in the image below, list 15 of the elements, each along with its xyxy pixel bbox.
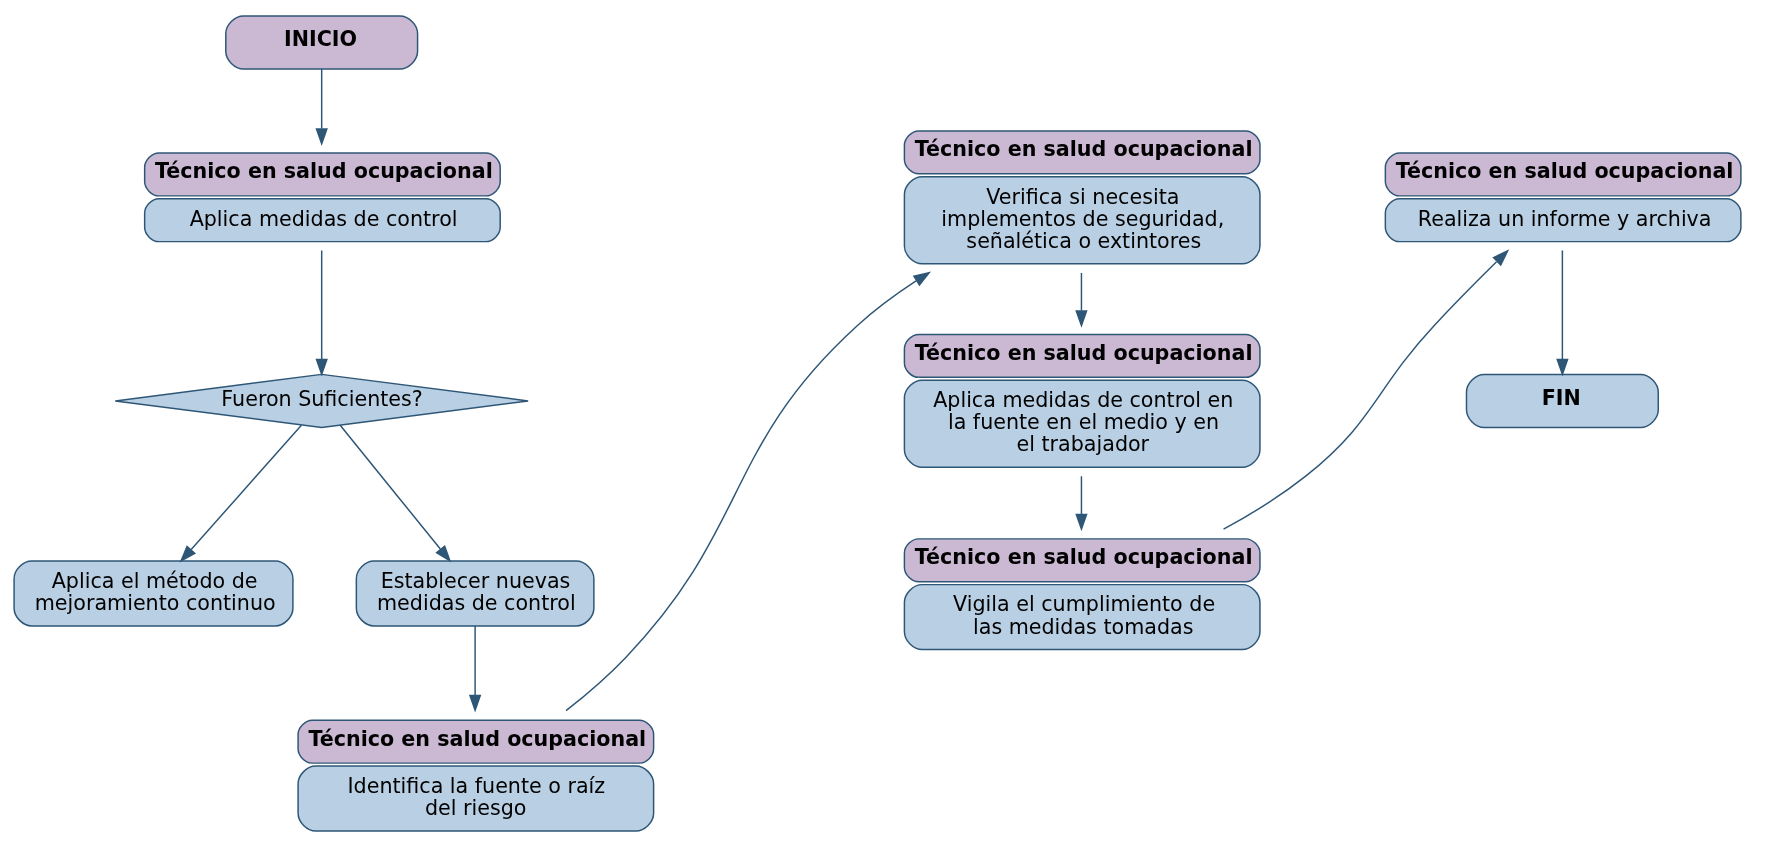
arrow xyxy=(1075,475,1088,531)
node-diamond: Fueron Suficientes? xyxy=(114,373,529,428)
arrow xyxy=(468,624,482,712)
arrow xyxy=(1222,248,1510,530)
arrow xyxy=(1075,271,1088,328)
arrow xyxy=(339,424,452,563)
arrow xyxy=(315,67,328,146)
node-box: INICIO xyxy=(225,14,419,70)
node-box: Aplica el método de mejoramiento continuo xyxy=(13,559,294,627)
arrow xyxy=(565,270,932,711)
arrow xyxy=(315,249,328,376)
node-box: FIN xyxy=(1465,373,1659,428)
arrow xyxy=(1556,249,1569,376)
arrow xyxy=(179,424,303,563)
node-box: Establecer nuevas medidas de control xyxy=(355,559,595,627)
